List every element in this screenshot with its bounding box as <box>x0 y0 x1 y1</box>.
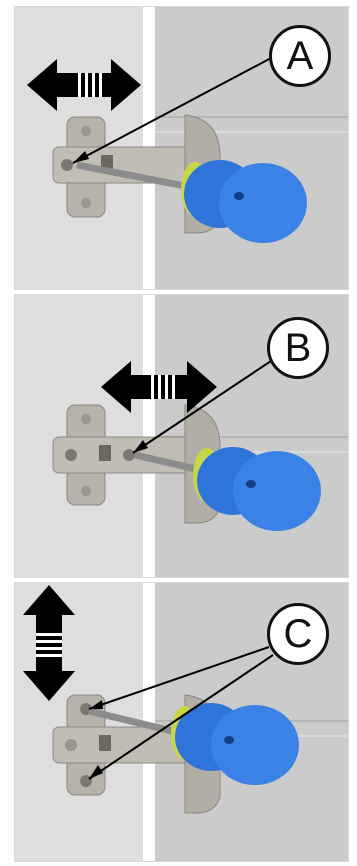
screwdriver-knob <box>233 451 321 531</box>
height-adjust-screw-bottom <box>80 775 92 787</box>
callout-label-a: A <box>269 25 331 87</box>
mounting-screw <box>81 126 91 136</box>
screwdriver-knob <box>219 163 307 243</box>
callout-label-c: C <box>267 603 329 665</box>
mounting-screw <box>81 486 91 496</box>
handle-hole <box>246 480 256 488</box>
side-adjust-screw <box>123 449 135 461</box>
hinge-screw <box>65 449 77 461</box>
hinge-slot <box>99 735 111 751</box>
panel-step-a: A <box>14 6 349 290</box>
gap-strip <box>143 295 155 577</box>
hinge-screw <box>65 739 77 751</box>
handle-hole <box>234 192 244 200</box>
mounting-screw <box>81 414 91 424</box>
depth-adjust-screw <box>61 159 73 171</box>
mounting-screw <box>81 198 91 208</box>
callout-label-b: B <box>267 317 329 379</box>
hinge-slot <box>99 445 111 461</box>
panel-step-b: B <box>14 294 349 578</box>
screwdriver-knob <box>211 705 299 785</box>
panel-step-c: C <box>14 582 349 862</box>
handle-hole <box>224 736 234 744</box>
